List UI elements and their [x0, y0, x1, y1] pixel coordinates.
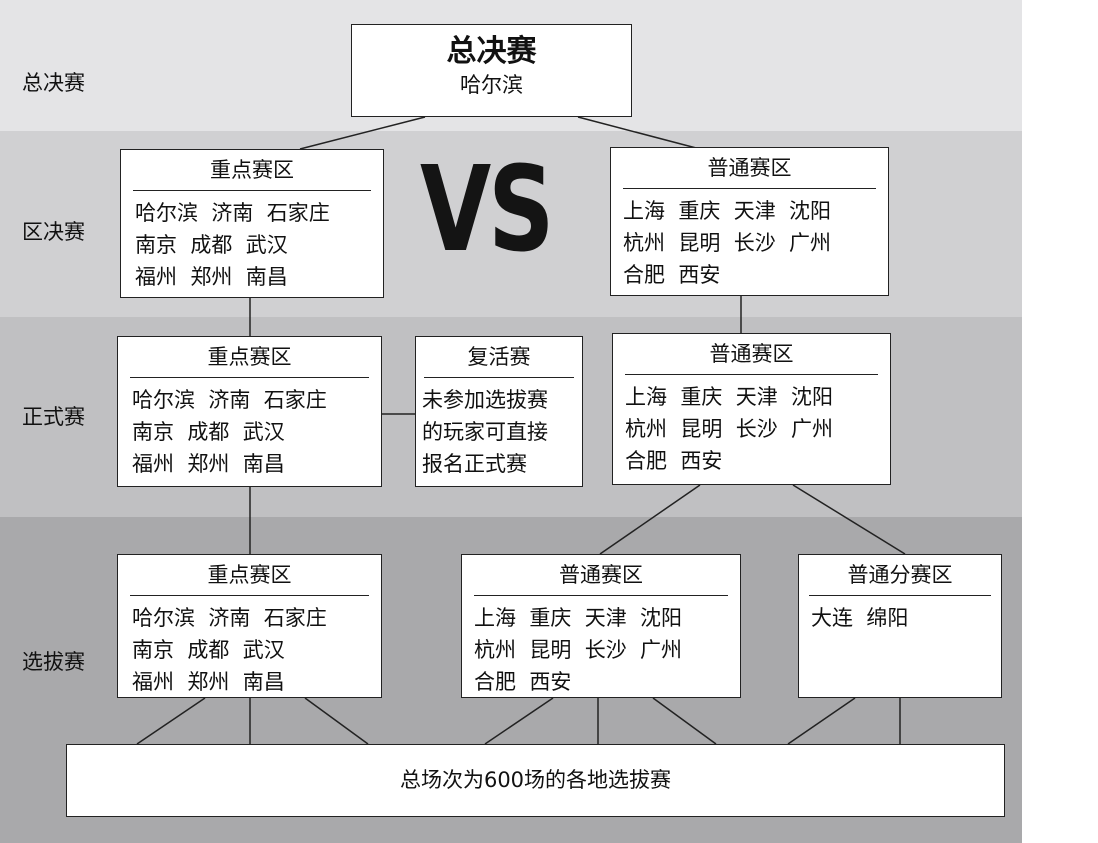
zone-title: 普通赛区 — [559, 563, 643, 587]
zone-title: 重点赛区 — [210, 158, 294, 182]
vs-text: VS — [420, 140, 554, 278]
revival-box: 复活赛 未参加选拔赛 的玩家可直接 报名正式赛 — [415, 336, 583, 487]
zone-title: 普通分赛区 — [847, 563, 953, 587]
revival-line: 报名正式赛 — [422, 452, 527, 476]
revival-line: 未参加选拔赛 — [422, 388, 548, 412]
city-line: 合肥 西安 — [474, 670, 572, 694]
official-normal-zone-box: 普通赛区 上海 重庆 天津 沈阳 杭州 昆明 长沙 广州 合肥 西安 — [612, 333, 891, 485]
final-title: 总决赛 — [446, 34, 537, 69]
bottom-summary-text: 总场次为600场的各地选拔赛 — [399, 768, 672, 792]
city-line: 杭州 昆明 长沙 广州 — [625, 417, 834, 441]
city-line: 哈尔滨 济南 石家庄 — [135, 201, 330, 225]
line-final-to-normal — [577, 116, 701, 150]
divider — [130, 377, 369, 378]
city-line: 上海 重庆 天津 沈阳 — [474, 606, 683, 630]
city-line: 福州 郑州 南昌 — [132, 452, 285, 476]
bottom-summary-box: 总场次为600场的各地选拔赛 — [66, 744, 1005, 817]
city-line: 哈尔滨 济南 石家庄 — [132, 606, 327, 630]
stage-label-regional-final: 区决赛 — [22, 220, 85, 244]
revival-line: 的玩家可直接 — [422, 420, 548, 444]
stage-label-selection: 选拔赛 — [22, 650, 85, 674]
city-line: 杭州 昆明 长沙 广州 — [474, 638, 683, 662]
line-normal-official-to-sub — [792, 484, 906, 555]
zone-title: 普通赛区 — [709, 342, 794, 366]
zone-title: 重点赛区 — [207, 563, 292, 587]
official-key-zone-box: 重点赛区 哈尔滨 济南 石家庄 南京 成都 武汉 福州 郑州 南昌 — [117, 336, 382, 487]
city-line: 南京 成都 武汉 — [132, 638, 285, 662]
divider — [130, 595, 369, 596]
final-box: 总决赛 哈尔滨 — [351, 24, 632, 117]
revival-title: 复活赛 — [467, 345, 531, 369]
divider — [424, 377, 574, 378]
selection-normal-zone-box: 普通赛区 上海 重庆 天津 沈阳 杭州 昆明 长沙 广州 合肥 西安 — [461, 554, 741, 698]
city-line: 杭州 昆明 长沙 广州 — [623, 231, 832, 255]
city-line: 大连 绵阳 — [811, 606, 909, 630]
selection-normal-sub-zone-box: 普通分赛区 大连 绵阳 — [798, 554, 1002, 698]
stage-label-official: 正式赛 — [22, 405, 85, 429]
selection-key-zone-box: 重点赛区 哈尔滨 济南 石家庄 南京 成都 武汉 福州 郑州 南昌 — [117, 554, 382, 698]
line-normal-official-to-selection — [599, 484, 701, 555]
city-line: 上海 重庆 天津 沈阳 — [623, 199, 832, 223]
line-final-to-key — [299, 116, 426, 150]
zone-title: 重点赛区 — [207, 345, 292, 369]
divider — [625, 374, 878, 375]
city-line: 哈尔滨 济南 石家庄 — [132, 388, 327, 412]
regional-normal-zone-box: 普通赛区 上海 重庆 天津 沈阳 杭州 昆明 长沙 广州 合肥 西安 — [610, 147, 889, 296]
city-line: 福州 郑州 南昌 — [132, 670, 285, 694]
divider — [474, 595, 728, 596]
divider — [623, 188, 876, 189]
city-line: 合肥 西安 — [623, 263, 721, 287]
city-line: 南京 成都 武汉 — [135, 233, 288, 257]
city-line: 福州 郑州 南昌 — [135, 265, 288, 289]
city-line: 南京 成都 武汉 — [132, 420, 285, 444]
zone-title: 普通赛区 — [707, 156, 792, 180]
final-city: 哈尔滨 — [460, 73, 523, 97]
regional-key-zone-box: 重点赛区 哈尔滨 济南 石家庄 南京 成都 武汉 福州 郑州 南昌 — [120, 149, 384, 298]
stage-label-final: 总决赛 — [22, 71, 85, 95]
city-line: 合肥 西安 — [625, 449, 723, 473]
city-line: 上海 重庆 天津 沈阳 — [625, 385, 834, 409]
divider — [133, 190, 371, 191]
divider — [809, 595, 991, 596]
